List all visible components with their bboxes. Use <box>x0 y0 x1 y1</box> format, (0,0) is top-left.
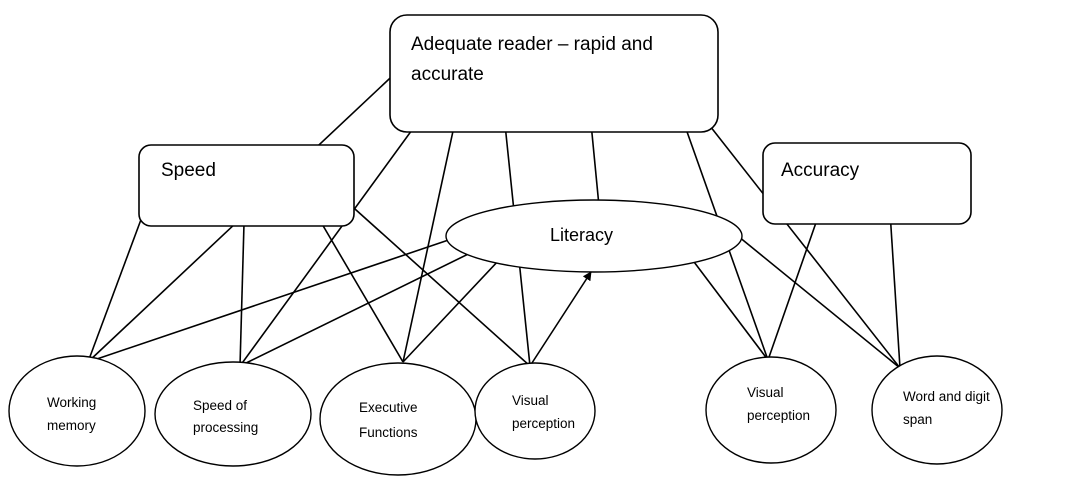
predictor-label-line2: span <box>903 412 932 427</box>
predictor-ellipse <box>474 362 596 460</box>
accuracy-box-border <box>762 142 972 225</box>
predictor-visual-perception-right: Visual perception <box>705 356 837 464</box>
predictor-label-line1: Working <box>47 395 96 410</box>
accuracy-label: Accuracy <box>781 160 860 181</box>
edges <box>87 64 901 369</box>
predictor-label-line1: Visual <box>512 393 549 408</box>
predictor-label-line1: Executive <box>359 400 418 415</box>
predictor-ellipse <box>871 355 1003 465</box>
adequate-reader-label-line2: accurate <box>411 64 484 85</box>
edge-working-memory-to-literacy <box>87 226 485 363</box>
predictor-working-memory: Working memory <box>8 355 146 467</box>
literacy-label: Literacy <box>550 225 613 245</box>
predictor-word-and-digit-span: Word and digit span <box>871 355 1003 465</box>
predictor-ellipse <box>154 361 312 467</box>
predictor-label-line2: Functions <box>359 425 418 440</box>
edge-word-digit-span-to-adequate-reader <box>698 111 901 369</box>
predictor-visual-perception: Visual perception <box>474 362 596 460</box>
edge-visual-perception-to-speed <box>335 191 531 367</box>
predictor-label-line1: Word and digit <box>903 389 990 404</box>
predictor-label-line1: Visual <box>747 385 784 400</box>
predictor-label-line1: Speed of <box>193 398 247 413</box>
predictor-label-line2: perception <box>747 408 810 423</box>
predictor-executive-functions: Executive Functions <box>319 362 477 476</box>
accuracy-box: Accuracy <box>762 142 972 225</box>
predictor-speed-of-processing: Speed of processing <box>154 361 312 467</box>
predictor-ellipse <box>319 362 477 476</box>
edge-speed-of-processing-to-adequate-reader <box>239 107 429 367</box>
edge-visual-perception-right-to-literacy <box>681 245 769 361</box>
predictor-label-line2: processing <box>193 420 258 435</box>
predictor-ellipse <box>8 355 146 467</box>
speed-label: Speed <box>161 160 216 181</box>
edge-speed-of-processing-to-literacy <box>239 235 506 367</box>
predictor-label-line2: memory <box>47 418 96 433</box>
edge-executive-functions-to-adequate-reader <box>402 107 461 363</box>
predictor-label-line2: perception <box>512 416 575 431</box>
edge-visual-perception-to-literacy <box>529 271 592 367</box>
speed-box-border <box>138 144 355 227</box>
edge-word-digit-span-to-literacy <box>732 231 901 369</box>
adequate-reader-box: Adequate reader – rapid and accurate <box>389 14 719 133</box>
literacy-ellipse <box>445 199 743 273</box>
adequate-reader-label-line1: Adequate reader – rapid and <box>411 34 653 55</box>
adequate-reader-box-border <box>389 14 719 133</box>
predictor-ellipse <box>705 356 837 464</box>
speed-box: Speed <box>138 144 355 227</box>
literacy-node: Literacy <box>445 199 743 273</box>
